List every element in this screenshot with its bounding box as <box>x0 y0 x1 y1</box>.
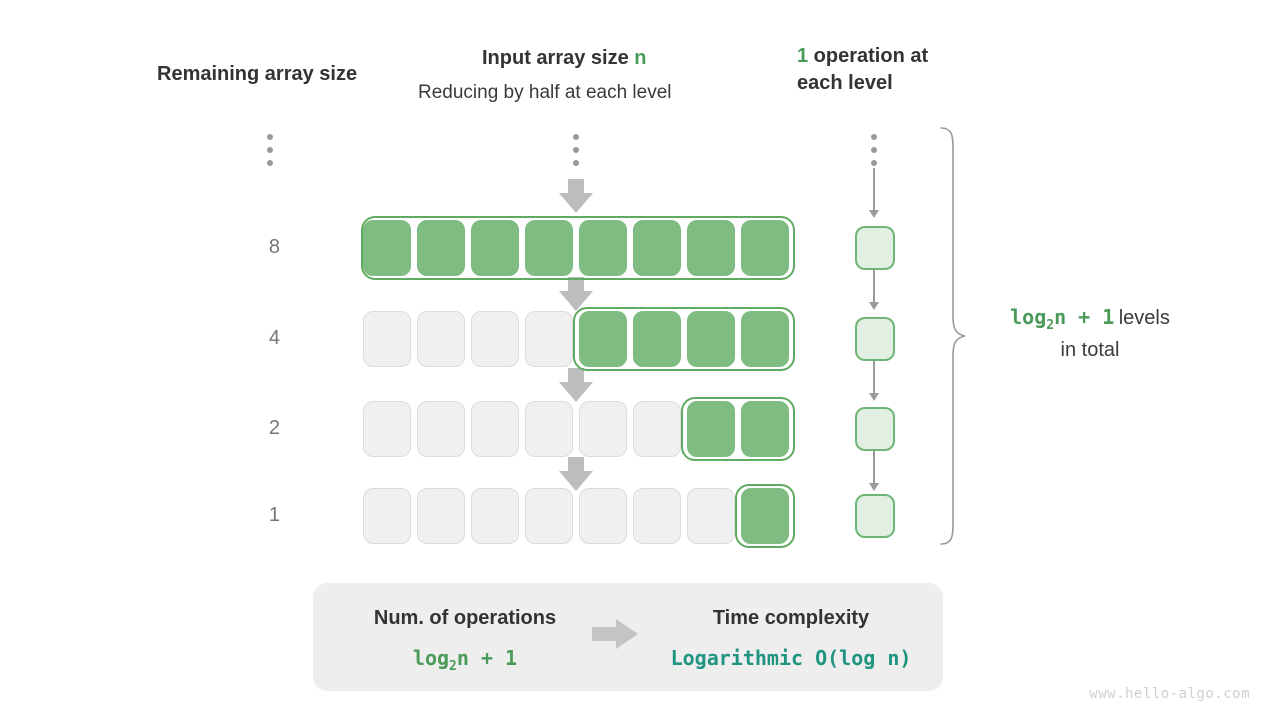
operation-box-2 <box>855 317 895 361</box>
heading-input-array-size-accent: n <box>634 47 647 69</box>
operation-box-4 <box>855 494 895 538</box>
levels-label: levels <box>1118 307 1170 329</box>
array-cell-inactive <box>633 401 681 457</box>
vertical-ellipsis-right-icon <box>871 134 878 173</box>
split-arrow-icon-2 <box>559 277 593 311</box>
heading-operation-text: operation at each level <box>797 45 929 94</box>
operation-box-3 <box>855 407 895 451</box>
array-cell-inactive <box>363 488 411 544</box>
array-row-4 <box>363 311 789 367</box>
array-row-1 <box>363 488 789 544</box>
row-label-8: 8 <box>268 236 280 258</box>
array-cell-active <box>579 220 627 276</box>
array-row-8 <box>363 220 789 276</box>
split-arrow-icon-3 <box>559 368 593 402</box>
array-cell-active <box>579 311 627 367</box>
array-cell-active <box>633 220 681 276</box>
levels-label-line2: in total <box>1060 338 1120 361</box>
array-cell-inactive <box>525 311 573 367</box>
array-cell-inactive <box>471 311 519 367</box>
summary-operations-value: log2n + 1 <box>412 646 518 674</box>
array-cell-inactive <box>525 488 573 544</box>
array-cell-active <box>363 220 411 276</box>
vertical-ellipsis-left-icon <box>267 134 274 173</box>
array-cell-inactive <box>471 488 519 544</box>
array-cell-inactive <box>525 401 573 457</box>
array-cell-active <box>525 220 573 276</box>
array-cell-active <box>687 401 735 457</box>
array-cell-inactive <box>687 488 735 544</box>
op-connector-arrow-3 <box>868 451 880 493</box>
row-label-1: 1 <box>268 504 280 526</box>
split-arrow-icon-4 <box>559 457 593 491</box>
heading-input-array-size: Input array size n <box>482 47 647 70</box>
row-label-2: 2 <box>268 417 280 439</box>
operation-box-1 <box>855 226 895 270</box>
summary-operations-column: Num. of operations log2n + 1 <box>325 607 605 674</box>
array-cell-inactive <box>471 401 519 457</box>
levels-in-total-caption: log2n + 1 levels in total <box>970 303 1210 365</box>
array-cell-active <box>633 311 681 367</box>
levels-brace-icon <box>935 126 969 551</box>
summary-operations-title: Num. of operations <box>373 607 557 629</box>
array-cell-active <box>687 311 735 367</box>
array-cell-active <box>687 220 735 276</box>
heading-input-array-size-text: Input array size <box>482 47 635 69</box>
array-cell-inactive <box>579 488 627 544</box>
heading-reducing-by-half: Reducing by half at each level <box>418 82 672 103</box>
op-connector-arrow-1 <box>868 270 880 312</box>
array-cell-active <box>741 488 789 544</box>
vertical-ellipsis-middle-icon <box>573 134 580 173</box>
summary-complexity-title: Time complexity <box>712 607 870 629</box>
array-cell-active <box>417 220 465 276</box>
array-cell-inactive <box>417 401 465 457</box>
op-connector-arrow-2 <box>868 361 880 403</box>
heading-one-operation-per-level: 1 operation at each level <box>797 43 977 97</box>
array-cell-inactive <box>633 488 681 544</box>
summary-complexity-value: Logarithmic O(log n) <box>670 646 912 670</box>
array-cell-inactive <box>363 311 411 367</box>
array-cell-inactive <box>363 401 411 457</box>
summary-complexity-column: Time complexity Logarithmic O(log n) <box>651 607 931 670</box>
split-arrow-icon-1 <box>559 179 593 213</box>
levels-formula: log2n + 1 <box>1010 305 1115 333</box>
array-cell-inactive <box>417 311 465 367</box>
array-cell-active <box>471 220 519 276</box>
op-connector-arrow-0 <box>868 168 880 220</box>
heading-remaining-array-size: Remaining array size <box>157 63 358 85</box>
row-label-4: 4 <box>268 327 280 349</box>
heading-operation-accent: 1 <box>797 45 809 67</box>
array-cell-active <box>741 401 789 457</box>
array-cell-active <box>741 220 789 276</box>
array-cell-active <box>741 311 789 367</box>
array-cell-inactive <box>417 488 465 544</box>
watermark: www.hello-algo.com <box>1089 686 1250 702</box>
right-arrow-icon <box>592 619 640 649</box>
array-row-2 <box>363 401 789 457</box>
array-cell-inactive <box>579 401 627 457</box>
